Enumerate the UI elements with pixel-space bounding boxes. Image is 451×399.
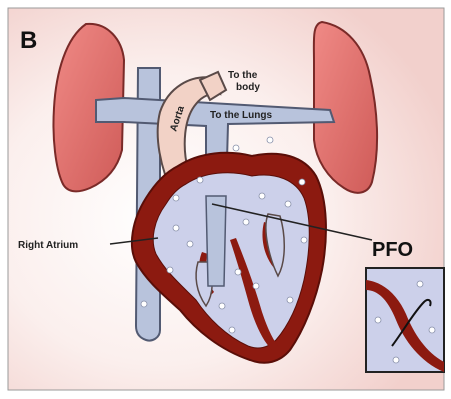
to-body-label-line-2: body — [236, 82, 260, 93]
panel-label: B — [20, 27, 37, 54]
right-atrium-label: Right Atrium — [18, 240, 78, 251]
pfo-inset — [366, 268, 444, 372]
inferior-vessel — [206, 196, 226, 286]
pfo-label: PFO — [372, 239, 413, 261]
to-lungs-label: To the Lungs — [210, 110, 272, 121]
to-body-label-line-1: To the — [228, 70, 258, 81]
